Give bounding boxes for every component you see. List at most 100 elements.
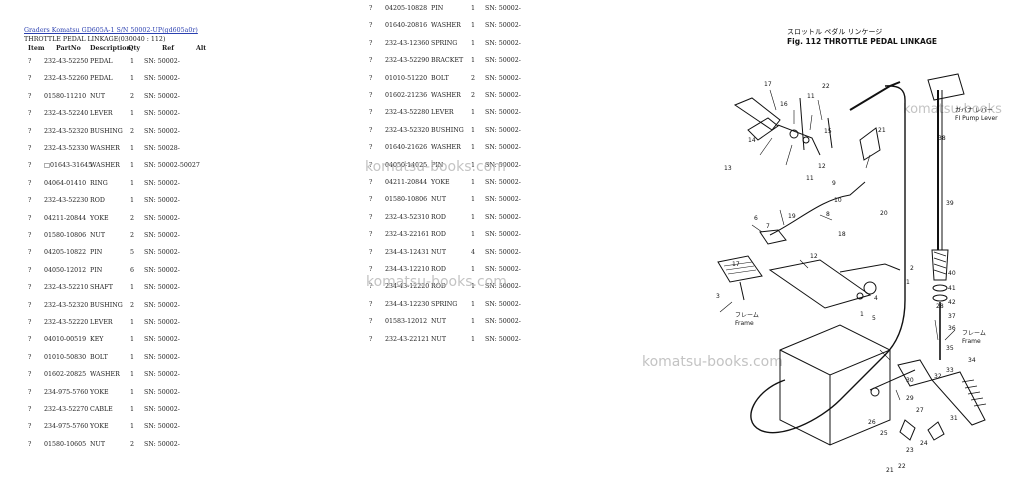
cell-ref: SN: 50002- [485, 74, 521, 82]
lower-spring-coils-shape [961, 379, 987, 407]
cell-ref: SN: 50002- [144, 127, 180, 135]
cell-qty: 6 [130, 266, 135, 274]
cell-part: 232-43-52320 [385, 126, 430, 134]
cell-ref: SN: 50002- [144, 110, 180, 118]
cell-part: 232-43-52280 [385, 109, 430, 117]
cell-desc: WASHER [90, 162, 120, 170]
cell-desc: LEVER [90, 319, 113, 326]
cell-desc: BUSHING [90, 301, 123, 309]
governor-lever-label-jp: ガバナ レバー [955, 106, 993, 114]
callout-number: 13 [724, 165, 732, 172]
cell-desc: SPRING [431, 300, 458, 308]
cell-ref: SN: 50002- [485, 266, 521, 273]
spring-upper-shape [931, 249, 949, 281]
cell-item: ? [369, 74, 373, 82]
cell-item: ? [369, 283, 373, 291]
washer-lower-shape [927, 421, 945, 441]
lower-spring-housing-shape [931, 371, 986, 426]
parts-catalog-link[interactable]: Graders Komatsu GD605A-1 S/N 50002-UP(gd… [24, 27, 198, 34]
cell-item: ? [369, 196, 373, 204]
cell-qty: 1 [130, 353, 135, 361]
cell-part: 01010-51220 [385, 74, 428, 82]
callout-number: 20 [880, 210, 888, 217]
cell-ref: SN: 50002- [144, 92, 180, 100]
cell-ref: SN: 50002- [485, 179, 521, 186]
cell-ref: SN: 50002- [485, 92, 521, 99]
cell-part: 04050-14025 [385, 161, 428, 169]
throttle-pedal-linkage-diagram: スロットル ペダル リンケージ Fig. 112 THROTTLE PEDAL … [716, 27, 998, 474]
cell-part: 232-43-52220 [44, 319, 89, 326]
callout-number: 12 [818, 163, 826, 170]
callout-number: 14 [748, 137, 756, 144]
cell-item: ? [369, 179, 373, 186]
cell-desc: SHAFT [90, 284, 113, 292]
bolt-shape [799, 97, 805, 151]
cell-qty: 1 [471, 57, 476, 65]
cell-qty: 1 [130, 336, 135, 344]
callout-number: 27 [916, 407, 924, 414]
callout-number: 10 [834, 197, 842, 204]
cell-ref: SN: 50002- [144, 75, 180, 83]
cell-qty: 1 [130, 58, 135, 65]
cell-ref: SN: 50002- [485, 231, 521, 239]
cell-ref: SN: 50002- [144, 440, 180, 448]
cell-part: 01580-10806 [385, 196, 428, 204]
cell-item: ? [28, 92, 32, 100]
cell-part: 01580-11210 [44, 92, 87, 100]
cell-part: 04010-00519 [44, 336, 87, 344]
shaft-shape [839, 263, 901, 273]
cell-desc: PEDAL [90, 75, 113, 83]
cell-desc: ROD [431, 213, 446, 221]
callout-number: 17 [764, 81, 772, 88]
cell-item: ? [369, 213, 373, 221]
cell-ref: SN: 50002- [144, 232, 180, 239]
cell-ref: SN: 50002- [144, 319, 180, 326]
cell-part: 234-975-5760 [44, 423, 89, 431]
bushing-lower-shape [863, 281, 877, 295]
cell-part: □01643-31645 [44, 162, 93, 170]
cell-qty: 2 [130, 232, 135, 239]
cell-part: 232-43-52320 [44, 127, 89, 135]
cell-ref: SN: 50002-50027 [144, 162, 200, 170]
cell-part: 04211-20844 [44, 214, 87, 222]
cell-qty: 2 [471, 74, 476, 82]
cell-desc: LEVER [431, 109, 454, 117]
col-header-description: Description [90, 45, 132, 52]
cell-qty: 4 [471, 248, 476, 256]
cell-part: 232-43-52210 [44, 284, 89, 292]
cell-item: ? [369, 5, 373, 12]
cell-part: 04064-01410 [44, 179, 87, 187]
col-header-alt: Alt [196, 45, 207, 52]
callout-number: 4 [874, 295, 878, 302]
cell-part: 232-43-12360 [385, 39, 430, 47]
cell-part: 04211-20844 [385, 179, 428, 186]
cell-ref: SN: 50028- [144, 145, 180, 152]
rod-shape [827, 117, 833, 149]
cell-item: ? [369, 39, 373, 47]
callout-number: 11 [806, 175, 814, 182]
cell-ref: SN: 50002- [485, 335, 521, 343]
cell-desc: ROD [431, 266, 446, 273]
cell-qty: 1 [130, 179, 135, 187]
cell-qty: 1 [471, 196, 476, 204]
cell-desc: PIN [90, 266, 103, 274]
cell-item: ? [369, 300, 373, 308]
cell-item: ? [28, 388, 32, 396]
cell-ref: SN: 50002- [144, 284, 180, 292]
cell-desc: PIN [90, 249, 103, 257]
cell-qty: 1 [471, 283, 476, 291]
cell-qty: 2 [471, 92, 476, 99]
callout-number: 33 [946, 367, 954, 374]
cell-ref: SN: 50002- [144, 371, 180, 379]
cell-part: 01580-10605 [44, 440, 87, 448]
cell-item: ? [28, 266, 32, 274]
cell-qty: 1 [130, 319, 135, 326]
cell-desc: NUT [431, 196, 447, 204]
callout-number: 29 [906, 395, 914, 402]
cell-part: 232-43-52320 [44, 301, 89, 309]
cell-ref: SN: 50002- [485, 318, 521, 326]
cell-desc: YOKE [90, 214, 109, 222]
nut-shape [932, 294, 948, 302]
callout-number: 42 [948, 299, 956, 306]
cell-qty: 1 [130, 371, 135, 379]
